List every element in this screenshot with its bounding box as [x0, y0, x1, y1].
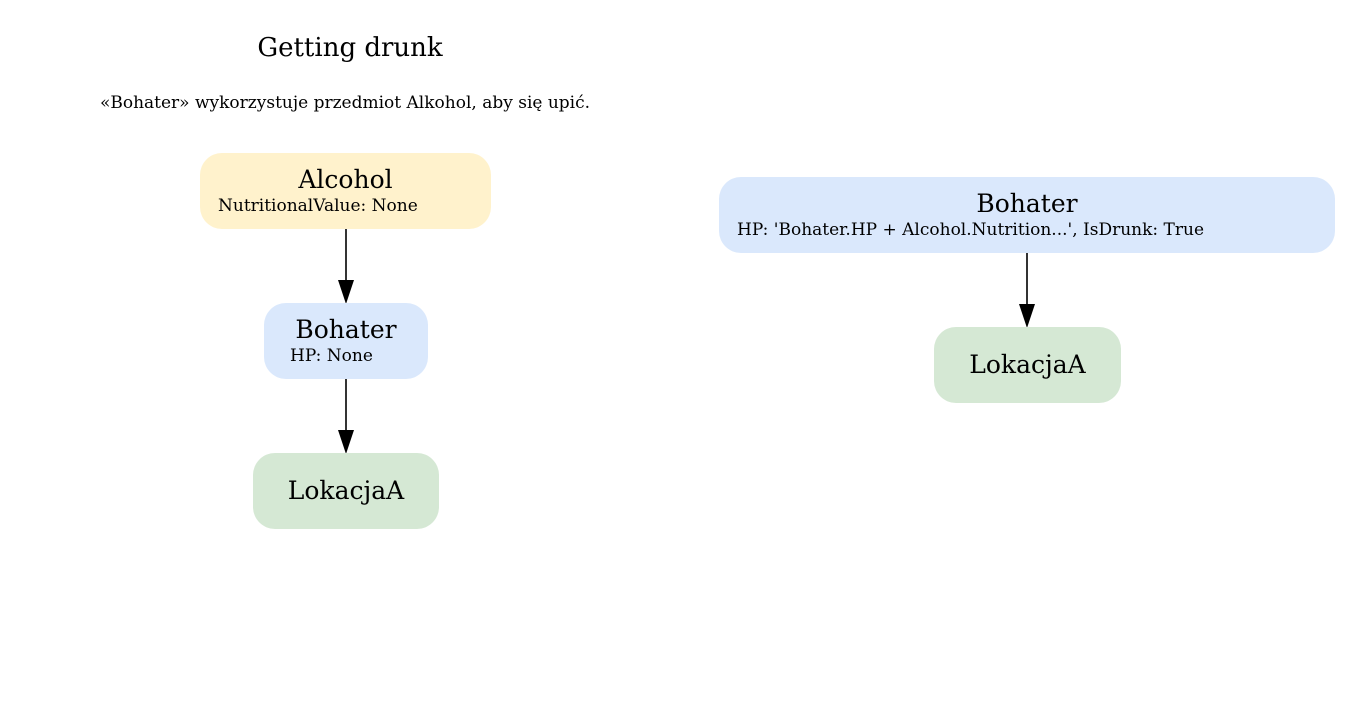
node-lokacja-after-location: LokacjaA — [934, 327, 1121, 403]
node-name: LokacjaA — [969, 350, 1086, 379]
edge-bohater-after-to-lokacja — [1019, 253, 1035, 328]
node-name: Alcohol — [298, 165, 393, 194]
edge-bohater-to-lokacja — [338, 379, 354, 454]
node-bohater-character: Bohater HP: None — [264, 303, 428, 379]
node-properties: HP: None — [290, 346, 373, 366]
node-bohater-after-character: Bohater HP: 'Bohater.HP + Alcohol.Nutrit… — [719, 177, 1335, 253]
node-lokacja-location: LokacjaA — [253, 453, 439, 529]
diagram-title: Getting drunk — [257, 33, 443, 63]
node-properties: HP: 'Bohater.HP + Alcohol.Nutrition...',… — [737, 220, 1205, 240]
node-alcohol-item: Alcohol NutritionalValue: None — [200, 153, 491, 229]
edge-alcohol-to-bohater — [338, 229, 354, 304]
node-name: Bohater — [295, 315, 397, 344]
node-name: LokacjaA — [287, 476, 405, 505]
diagram-subtitle: «Bohater» wykorzystuje przedmiot Alkohol… — [99, 93, 591, 113]
node-properties: NutritionalValue: None — [218, 196, 418, 216]
node-name: Bohater — [976, 189, 1078, 218]
